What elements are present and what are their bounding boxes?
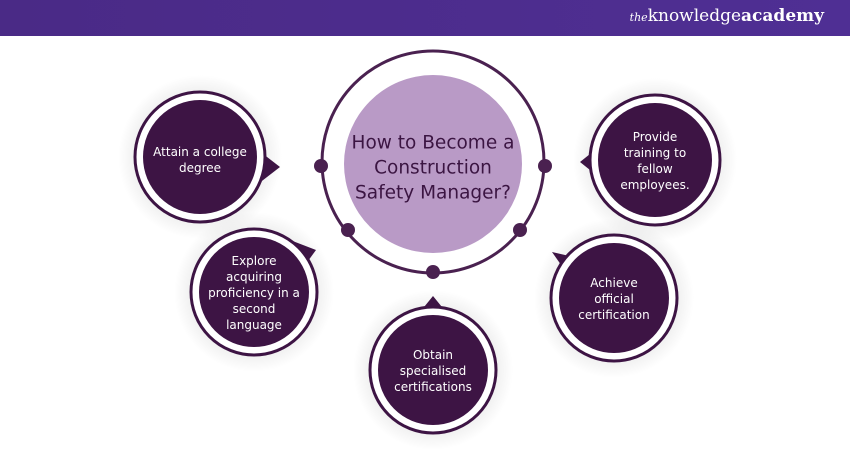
logo-prefix: the (629, 11, 648, 24)
header-bar: theknowledgeacademy (0, 0, 850, 36)
brand-logo[interactable]: theknowledgeacademy (630, 6, 824, 26)
step-provide-label: Provide training to fellow employees. (620, 130, 690, 192)
center-title: How to Become a Construction Safety Mana… (351, 132, 515, 204)
step-explore-label: Explore acquiring proficiency in a secon… (208, 254, 300, 332)
center-fill (344, 75, 522, 253)
step-provide-shape (573, 78, 737, 242)
ring-dot (426, 265, 440, 279)
logo-suffix: academy (741, 6, 824, 26)
step-obtain-shape (353, 290, 513, 450)
ring-dot (314, 159, 328, 173)
step-explore-shape (174, 212, 334, 372)
step-attain-shape (118, 75, 282, 239)
ring-dot (538, 159, 552, 173)
step-achieve-label: Achieve official certification (578, 276, 650, 322)
step-obtain-label: Obtain specialised certifications (394, 348, 472, 394)
step-attain-label: Attain a college degree (153, 145, 247, 175)
ring-dot (513, 223, 527, 237)
step-achieve-shape (534, 218, 694, 378)
logo-main: knowledge (647, 6, 742, 26)
ring-dot (341, 223, 355, 237)
